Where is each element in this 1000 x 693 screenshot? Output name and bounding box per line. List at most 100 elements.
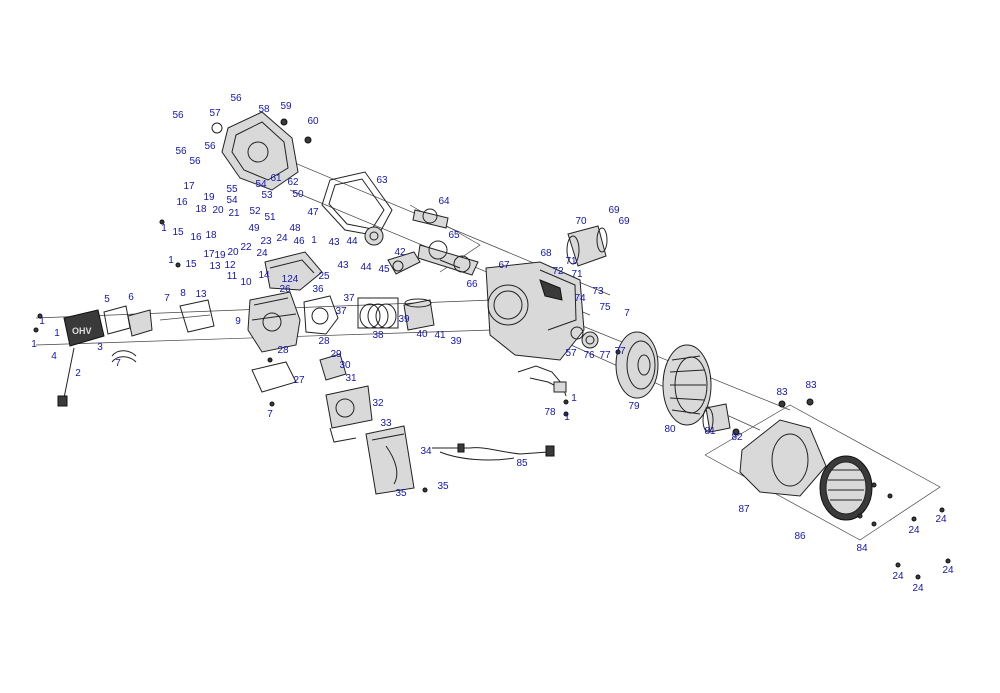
part-number-label: 71 — [565, 256, 577, 267]
part-number-label: 43 — [328, 237, 340, 248]
part-number-label: 23 — [260, 236, 272, 247]
part-number-label: 58 — [258, 104, 270, 115]
part-number-label: 37 — [343, 293, 355, 304]
part-number-label: 79 — [628, 401, 640, 412]
part-number-label: 60 — [307, 116, 319, 127]
part-number-label: 70 — [575, 216, 587, 227]
part-number-label: 52 — [249, 206, 261, 217]
part-number-label: 56 — [230, 93, 242, 104]
part-number-label: 13 — [209, 261, 221, 272]
part-number-label: 35 — [395, 488, 407, 499]
dipstick — [57, 347, 75, 407]
part-number-label: 69 — [608, 205, 620, 216]
part-number-label: 24 — [935, 514, 947, 525]
part-number-label: 84 — [856, 543, 868, 554]
part-number-label: 15 — [185, 259, 197, 270]
crankshaft — [417, 240, 479, 276]
part-number-label: 7 — [624, 308, 630, 319]
flywheel — [615, 331, 659, 399]
part-number-label: 1 — [564, 412, 570, 423]
part-number-label: 44 — [346, 236, 358, 247]
part-number-label: 16 — [176, 197, 188, 208]
part-number-label: 20 — [212, 205, 224, 216]
part-number-label: 65 — [448, 230, 460, 241]
part-number-label: 1 — [168, 255, 174, 266]
recoil-starter — [819, 455, 873, 521]
engine-block — [485, 261, 585, 361]
part-number-label: 54 — [255, 179, 267, 190]
part-number-label: 77 — [599, 350, 611, 361]
breather-hose — [111, 350, 137, 363]
part-number-label: 72 — [552, 266, 564, 277]
part-number-label: 53 — [261, 190, 273, 201]
part-number-label: 25 — [318, 271, 330, 282]
part-number-label: 32 — [372, 398, 384, 409]
part-number-label: 61 — [270, 173, 282, 184]
part-number-label: 18 — [205, 230, 217, 241]
part-number-label: 63 — [376, 175, 388, 186]
part-number-label: 83 — [805, 380, 817, 391]
part-number-label: 82 — [731, 432, 743, 443]
part-number-label: 67 — [498, 260, 510, 271]
part-number-label: 73 — [592, 286, 604, 297]
ignition-wiring — [517, 365, 567, 397]
part-number-label: 87 — [738, 504, 750, 515]
part-number-label: 39 — [450, 336, 462, 347]
part-number-label: 85 — [516, 458, 528, 469]
part-number-label: 62 — [287, 177, 299, 188]
part-number-label: 75 — [599, 302, 611, 313]
part-number-label: 80 — [664, 424, 676, 435]
part-number-label: 78 — [544, 407, 556, 418]
part-number-label: 30 — [339, 360, 351, 371]
part-number-label: 124 — [282, 274, 299, 285]
part-number-label: 24 — [256, 248, 268, 259]
part-number-label: 44 — [360, 262, 372, 273]
part-number-label: 34 — [420, 446, 432, 457]
part-number-label: 66 — [466, 279, 478, 290]
part-number-label: 56 — [189, 156, 201, 167]
crankcase-cover — [211, 111, 299, 191]
part-number-label: 45 — [378, 264, 390, 275]
part-number-label: 49 — [248, 223, 260, 234]
part-number-label: 42 — [394, 247, 406, 258]
part-number-label: 5 — [104, 294, 110, 305]
part-number-label: 16 — [190, 232, 202, 243]
starter-cup — [702, 403, 731, 433]
valve-cover: OHV — [63, 299, 215, 347]
cylinder-head — [247, 291, 301, 353]
part-number-label: 71 — [571, 269, 583, 280]
part-number-label: 57 — [565, 348, 577, 359]
wiring-harness — [432, 443, 555, 461]
part-number-label: 56 — [172, 110, 184, 121]
part-number-label: 24 — [908, 525, 920, 536]
piston-rings — [357, 297, 399, 329]
part-number-label: 1 — [311, 235, 317, 246]
part-number-label: 59 — [280, 101, 292, 112]
part-number-label: 55 — [226, 184, 238, 195]
part-number-label: 54 — [226, 195, 238, 206]
part-number-label: 20 — [227, 247, 239, 258]
part-number-label: 86 — [794, 531, 806, 542]
part-number-label: 56 — [175, 146, 187, 157]
carburetor — [251, 353, 373, 443]
part-number-label: 12 — [224, 260, 236, 271]
part-number-label: 35 — [437, 481, 449, 492]
part-number-label: 7 — [115, 358, 121, 369]
connecting-rod — [387, 251, 421, 275]
part-number-label: 81 — [704, 426, 716, 437]
part-number-label: 48 — [289, 223, 301, 234]
part-number-label: 76 — [583, 350, 595, 361]
part-number-label: 21 — [228, 208, 240, 219]
part-number-label: 47 — [307, 207, 319, 218]
part-number-label: 14 — [258, 270, 270, 281]
part-number-label: 40 — [416, 329, 428, 340]
part-number-label: 46 — [293, 236, 305, 247]
part-number-label: 24 — [942, 565, 954, 576]
part-number-label: 1 — [39, 316, 45, 327]
head-gasket — [303, 295, 339, 335]
part-number-label: 39 — [398, 314, 410, 325]
part-number-label: 10 — [240, 277, 252, 288]
part-number-label: 11 — [227, 271, 238, 282]
cooling-fan — [662, 344, 712, 426]
part-number-label: 74 — [574, 293, 586, 304]
